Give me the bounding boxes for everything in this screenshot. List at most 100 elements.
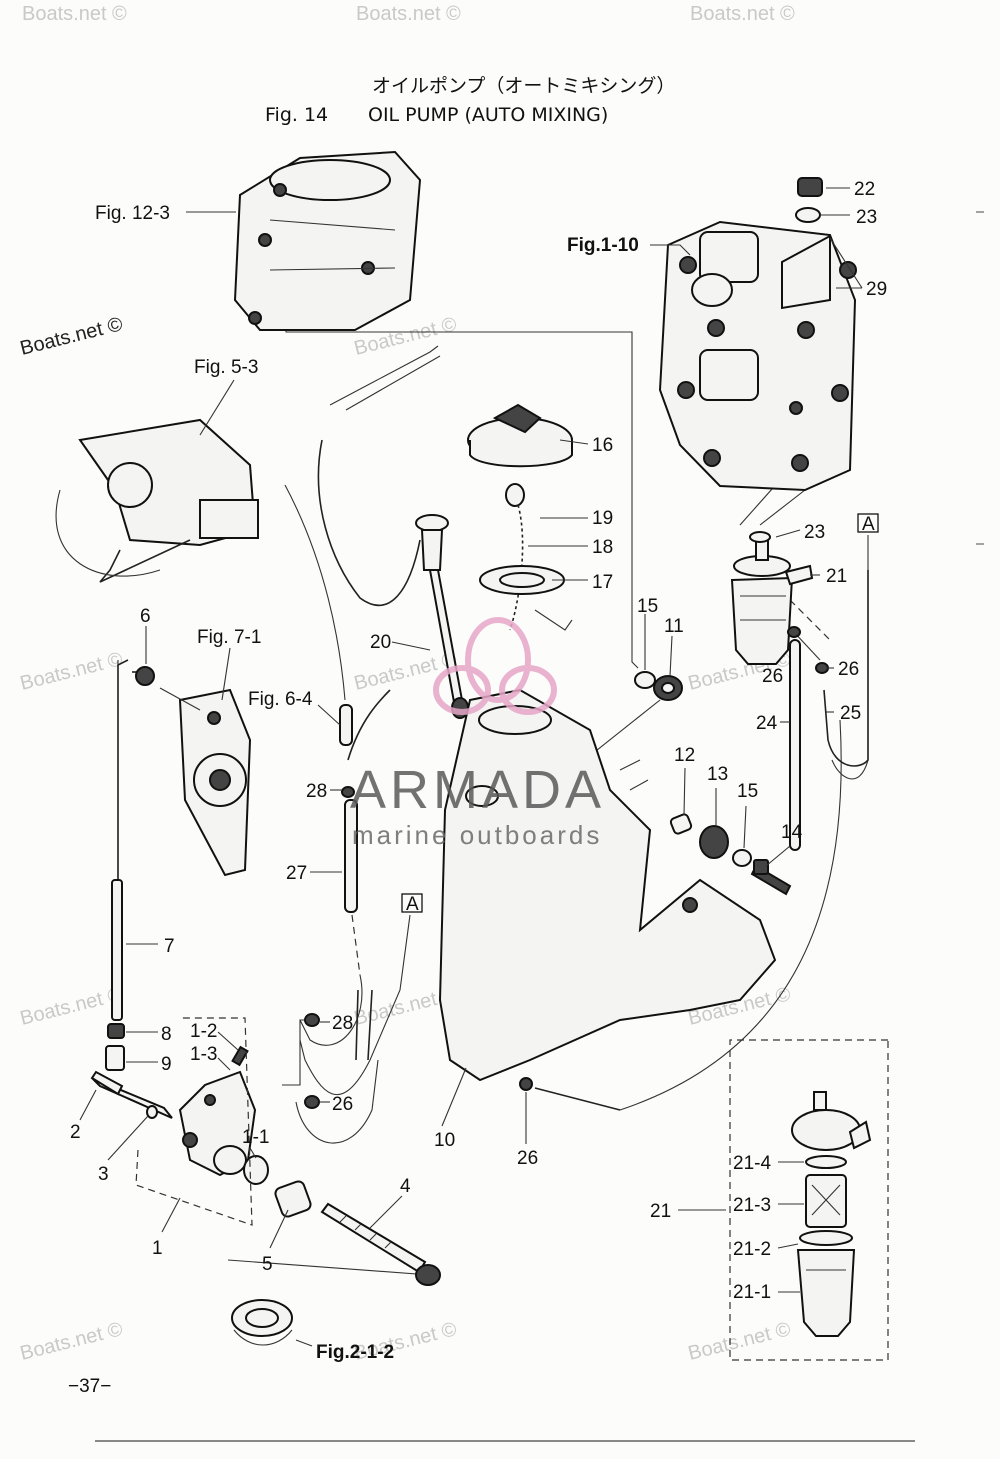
tank-outlet — [619, 759, 649, 791]
swivel-bracket-hole — [207, 711, 221, 725]
callout-1: 1 — [152, 1238, 163, 1259]
callout-21: 21 — [650, 1201, 671, 1222]
leader-line — [217, 1031, 239, 1051]
logo-mark-icon — [499, 665, 557, 715]
callout-6: 6 — [140, 606, 151, 627]
leader-line — [759, 489, 806, 526]
control-rod — [105, 659, 155, 1071]
filter-inlet — [755, 539, 769, 561]
sensor-grommet — [415, 514, 449, 532]
grommet-parts — [634, 671, 792, 896]
drive-gear-teeth — [233, 1329, 293, 1346]
leader-line — [199, 379, 235, 436]
filter-cap — [791, 1109, 861, 1151]
rod-joint — [135, 666, 155, 686]
nut-part — [797, 177, 823, 197]
carburetor-hose — [55, 489, 161, 577]
armada-logo: ARMADA marine outboards — [350, 617, 602, 850]
cover-bolt-hole — [677, 381, 695, 399]
leader-line — [217, 1057, 231, 1071]
watermark-boats: Boats.net © — [18, 983, 125, 1030]
watermark-boats: Boats.net © — [18, 648, 125, 695]
filter-exploded-view — [729, 1039, 889, 1361]
carburetor-pump-block — [199, 499, 259, 539]
hose-clip — [304, 1095, 320, 1109]
cap-gasket-inner — [499, 572, 545, 588]
ref-fig-5-3: Fig. 5-3 — [194, 357, 258, 378]
exhaust-cover — [658, 177, 857, 492]
swivel-bracket — [178, 688, 252, 877]
oil-level-sensor — [415, 514, 469, 719]
brand-tagline: marine outboards — [352, 820, 602, 850]
callout-12: 12 — [674, 745, 695, 766]
leader-line — [765, 845, 791, 867]
washer-part — [634, 671, 656, 689]
cover-bolt-hole — [703, 449, 721, 467]
carburetor-hose — [99, 539, 191, 583]
callout-21: 21 — [826, 566, 847, 587]
watermark-boats: Boats.net © — [686, 1318, 793, 1365]
ref-box-a — [857, 513, 879, 533]
hose-line — [284, 484, 346, 701]
ref-fig-12-3: Fig. 12-3 — [95, 203, 170, 224]
cover-bolt-hole — [707, 319, 725, 337]
page-number: −37− — [68, 1376, 111, 1397]
title-japanese: オイルポンプ（オートミキシング） — [372, 75, 675, 97]
bracket-hole — [248, 311, 262, 325]
callout-11: 11 — [664, 616, 684, 637]
sensor-cable — [317, 439, 421, 607]
ref-fig-7-1: Fig. 7-1 — [197, 627, 261, 648]
callout-17: 17 — [592, 572, 613, 593]
grommet-hole — [661, 682, 675, 694]
callout-26: 26 — [332, 1094, 353, 1115]
bolt-head — [753, 859, 769, 875]
callout-15: 15 — [737, 781, 758, 802]
callout-16: 16 — [592, 435, 613, 456]
callout-15: 15 — [637, 596, 658, 617]
oil-tank — [438, 688, 777, 1082]
callout-13: 13 — [707, 764, 728, 785]
callout-1-3: 1-3 — [190, 1044, 217, 1065]
hose-dashed-line — [351, 914, 361, 976]
oil-pump-bolt — [204, 1094, 216, 1106]
filter-cap-outlet — [848, 1120, 872, 1150]
cap-strap — [509, 504, 524, 631]
hose-line — [619, 719, 842, 1111]
callout-21-4: 21-4 — [733, 1153, 771, 1174]
bracket-detail — [269, 219, 396, 271]
cover-bolt-hole — [797, 321, 815, 339]
callout-22: 22 — [854, 179, 875, 200]
hose-clip — [304, 1013, 320, 1027]
callout-24: 24 — [756, 713, 778, 734]
leader-line — [161, 1197, 181, 1233]
leader-line — [249, 1147, 257, 1159]
carburetor-throat — [107, 462, 153, 508]
engine-bracket — [233, 150, 422, 331]
cap-strap-ring — [505, 483, 525, 507]
callout-8: 8 — [161, 1024, 172, 1045]
filter-washer — [749, 531, 771, 543]
mounting-plate — [781, 234, 831, 310]
callout-21-1: 21-1 — [733, 1282, 771, 1303]
callout-3: 3 — [98, 1164, 109, 1185]
leader-line — [777, 1243, 799, 1249]
cap-strap-hook — [534, 609, 573, 631]
hose-clip — [519, 1077, 533, 1091]
pump-assembly-boundary — [135, 1017, 253, 1226]
leader-line — [441, 1067, 467, 1127]
leader-line — [159, 687, 201, 711]
figure-references: Fig. 12-3 Fig.1-10 Fig. 5-3 Fig. 7-1 Fig… — [95, 203, 879, 1363]
exhaust-port — [699, 349, 759, 401]
part-callouts: 22 23 29 16 19 18 17 20 15 11 23 21 26 2… — [70, 179, 887, 1303]
hose-clip — [341, 786, 355, 798]
leader-line — [669, 635, 673, 677]
callout-19: 19 — [592, 508, 613, 529]
cover-bolt-hole — [789, 401, 803, 415]
hose-line — [299, 974, 363, 1046]
callout-28: 28 — [306, 781, 327, 802]
ref-fig-6-4: Fig. 6-4 — [248, 689, 313, 710]
leader-line — [743, 805, 747, 849]
callout-27: 27 — [286, 863, 307, 884]
